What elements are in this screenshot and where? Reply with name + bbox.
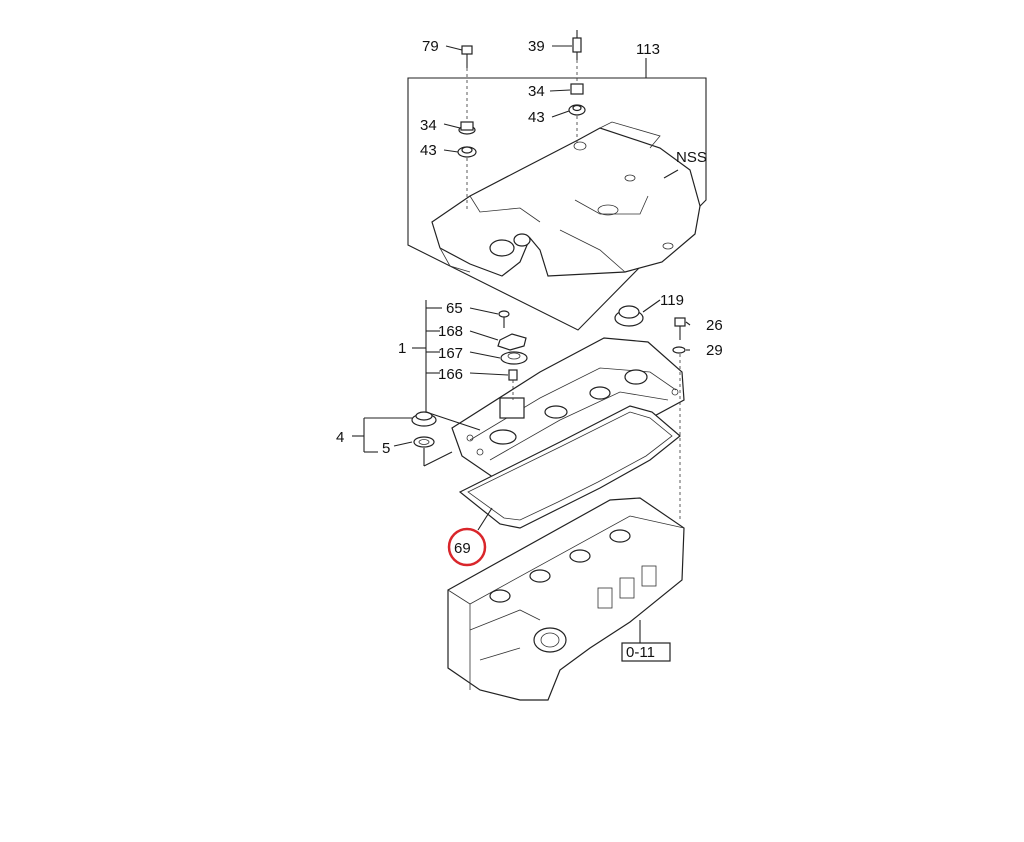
grommet-34-left [458, 121, 476, 135]
screw-65 [498, 310, 510, 328]
head-cover-gasket-69 [458, 405, 681, 529]
callout-69[interactable]: 69 [454, 540, 471, 557]
head-cover-group [451, 337, 685, 483]
highlight-circle-69 [447, 527, 487, 567]
cylinder-head [447, 497, 685, 701]
callout-34-left[interactable]: 34 [420, 117, 437, 134]
stud-39 [572, 30, 582, 82]
callout-26[interactable]: 26 [706, 317, 723, 334]
callout-4[interactable]: 4 [336, 429, 344, 446]
callout-labels: 79 39 113 34 43 34 43 NSS 65 168 1 167 1… [336, 38, 723, 662]
oil-cap-4 [411, 411, 437, 427]
callout-nss[interactable]: NSS [676, 149, 707, 166]
callout-119[interactable]: 119 [660, 292, 684, 309]
grommet-43-right [568, 104, 586, 146]
engine-cover-group [407, 77, 707, 331]
leader-lines [352, 45, 691, 643]
gasket-5 [413, 436, 435, 448]
ref-box-0-11 [621, 642, 671, 662]
engine-cover [431, 127, 701, 277]
bolt-26 [674, 317, 686, 340]
callout-167[interactable]: 167 [438, 345, 463, 362]
spring-166 [508, 369, 518, 400]
washer-29 [672, 346, 686, 520]
callout-34-right[interactable]: 34 [528, 83, 545, 100]
oil-cap-119 [614, 305, 644, 327]
callout-39[interactable]: 39 [528, 38, 545, 55]
callout-29[interactable]: 29 [706, 342, 723, 359]
valve-167 [500, 351, 528, 365]
callout-79[interactable]: 79 [422, 38, 439, 55]
callout-0-11[interactable]: 0-11 [626, 644, 655, 661]
bolt-79 [461, 45, 473, 122]
callout-5[interactable]: 5 [382, 440, 390, 457]
callout-168[interactable]: 168 [438, 323, 463, 340]
callout-113[interactable]: 113 [636, 41, 660, 58]
callout-65[interactable]: 65 [446, 300, 463, 317]
callout-1[interactable]: 1 [398, 340, 406, 357]
callout-43-right[interactable]: 43 [528, 109, 545, 126]
callout-166[interactable]: 166 [438, 366, 463, 383]
plate-168 [497, 333, 527, 351]
callout-43-left[interactable]: 43 [420, 142, 437, 159]
grommet-34-right [570, 83, 584, 95]
